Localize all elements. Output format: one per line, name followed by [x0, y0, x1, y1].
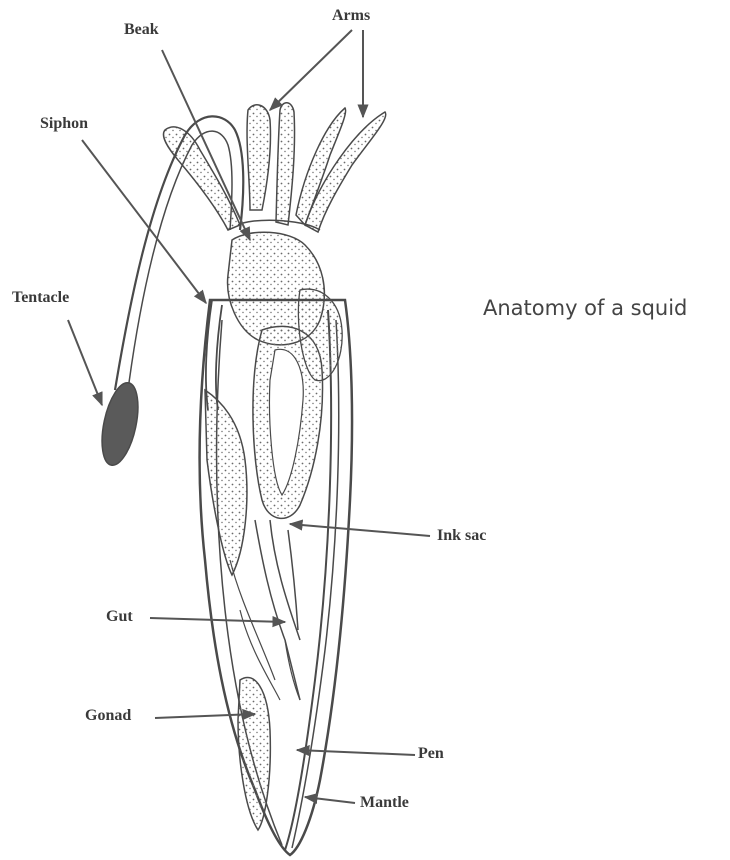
leader-tentacle — [68, 320, 102, 405]
arm-2 — [276, 103, 295, 225]
label-pen: Pen — [418, 746, 444, 762]
leader-ink-sac — [290, 524, 430, 536]
label-siphon: Siphon — [40, 116, 88, 132]
diagram-title: Anatomy of a squid — [483, 298, 687, 319]
label-tentacle: Tentacle — [12, 290, 69, 306]
left-organ-mass — [205, 390, 247, 575]
gonad-structure — [238, 677, 270, 830]
label-gut: Gut — [106, 609, 133, 625]
gut-structure — [255, 520, 300, 700]
label-gonad: Gonad — [85, 708, 131, 724]
label-ink-sac: Ink sac — [437, 528, 486, 544]
tentacle-club — [96, 380, 145, 469]
label-mantle: Mantle — [360, 795, 409, 811]
leader-gut — [150, 618, 285, 622]
label-arms: Arms — [332, 8, 370, 24]
arm-1 — [247, 105, 270, 210]
leader-arms-left — [270, 30, 352, 110]
label-beak: Beak — [124, 22, 159, 38]
arm-5 — [163, 127, 240, 230]
leader-mantle — [305, 797, 355, 803]
leader-pen — [297, 750, 415, 755]
